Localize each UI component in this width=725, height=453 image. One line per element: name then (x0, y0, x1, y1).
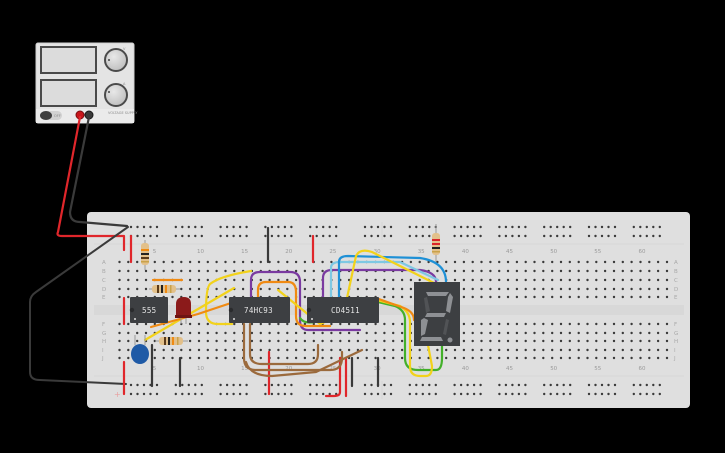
svg-text:55: 55 (594, 366, 601, 372)
svg-text:30: 30 (374, 249, 381, 255)
knob-top-label: V (123, 47, 126, 51)
ic-555[interactable]: 555 (129, 297, 168, 323)
segment-e (421, 318, 428, 336)
svg-text:25: 25 (329, 249, 336, 255)
svg-text:60: 60 (639, 366, 646, 372)
segment-c (443, 319, 449, 335)
blue-capacitor[interactable] (131, 335, 149, 364)
ic-cd4511-label: CD4511 (331, 306, 360, 315)
power-switch[interactable] (40, 111, 52, 120)
svg-text:I: I (102, 348, 104, 354)
supply-label: VOLTAGE SUPPLY (108, 111, 138, 115)
segment-dp (447, 337, 453, 343)
ic-74hc93[interactable]: 74HC93 (228, 297, 290, 323)
svg-text:B: B (102, 269, 106, 275)
svg-text:45: 45 (506, 366, 513, 372)
svg-text:5: 5 (153, 249, 157, 255)
svg-text:H: H (674, 339, 678, 345)
knob-bottom-label: A (123, 82, 126, 86)
segment-g (425, 313, 446, 317)
svg-text:E: E (102, 295, 106, 301)
svg-text:J: J (673, 356, 676, 362)
svg-text:40: 40 (462, 249, 469, 255)
segment-d (420, 337, 443, 341)
svg-text:20: 20 (285, 249, 292, 255)
wire-yellow-5[interactable] (367, 296, 434, 378)
svg-text:10: 10 (197, 366, 204, 372)
voltage-knob[interactable] (104, 48, 128, 72)
wire-yellow-4[interactable] (345, 249, 438, 300)
rail-plus-label: + (114, 390, 121, 399)
voltage-display (42, 48, 95, 72)
resistor-r1[interactable] (141, 240, 149, 270)
svg-text:J: J (101, 356, 104, 362)
svg-text:D: D (102, 287, 106, 293)
wire-green-2[interactable] (359, 296, 444, 372)
svg-text:C: C (674, 278, 678, 284)
svg-text:10: 10 (197, 249, 204, 255)
svg-text:B: B (674, 269, 678, 275)
svg-text:F: F (102, 322, 105, 328)
resistor-r4[interactable] (432, 224, 440, 262)
svg-text:F: F (674, 322, 677, 328)
current-display (42, 81, 95, 105)
wire-brown-3[interactable] (244, 348, 364, 378)
segment-a (426, 292, 449, 296)
svg-text:50: 50 (550, 249, 557, 255)
ic-cd4511[interactable]: CD4511 (306, 297, 379, 323)
svg-text:E: E (674, 295, 678, 301)
current-knob[interactable] (104, 83, 128, 107)
svg-text:60: 60 (639, 249, 646, 255)
wire-red-bottom-3[interactable] (324, 356, 342, 398)
svg-text:15: 15 (241, 249, 248, 255)
wire-black-supply[interactable] (68, 115, 129, 228)
svg-text:H: H (102, 339, 106, 345)
wire-black-ground-loop[interactable] (29, 226, 129, 385)
seven-segment-display[interactable] (414, 282, 460, 346)
ic-555-label: 555 (142, 306, 156, 315)
segment-f (424, 297, 430, 313)
ic-74hc93-label: 74HC93 (244, 306, 273, 315)
svg-text:55: 55 (594, 249, 601, 255)
power-supply[interactable]: V A OFF VOLTAGE SUPPLY (35, 42, 138, 124)
wire-brown-1[interactable] (242, 322, 344, 372)
segment-b (446, 293, 453, 313)
svg-text:A: A (102, 260, 106, 266)
svg-text:G: G (102, 331, 106, 337)
resistor-r2[interactable] (149, 285, 180, 293)
svg-text:D: D (674, 287, 678, 293)
svg-text:I: I (674, 348, 676, 354)
svg-text:A: A (674, 260, 678, 266)
switch-label: OFF (54, 114, 61, 118)
svg-text:5: 5 (153, 366, 157, 372)
wire-purple-1[interactable] (249, 270, 362, 332)
svg-text:C: C (102, 278, 106, 284)
wire-yellow-1[interactable] (204, 269, 253, 326)
wire-orange-2[interactable] (256, 280, 332, 328)
wire-blue[interactable] (337, 254, 448, 300)
wire-red-supply[interactable] (56, 115, 126, 252)
svg-text:15: 15 (241, 366, 248, 372)
red-led[interactable] (175, 297, 192, 324)
resistor-r3[interactable] (155, 337, 188, 345)
svg-text:35: 35 (418, 249, 425, 255)
svg-text:50: 50 (550, 366, 557, 372)
svg-text:45: 45 (506, 249, 513, 255)
wire-orange-3[interactable] (374, 296, 416, 322)
wire-brown-2[interactable] (248, 322, 320, 366)
svg-text:G: G (674, 331, 678, 337)
svg-text:40: 40 (462, 366, 469, 372)
